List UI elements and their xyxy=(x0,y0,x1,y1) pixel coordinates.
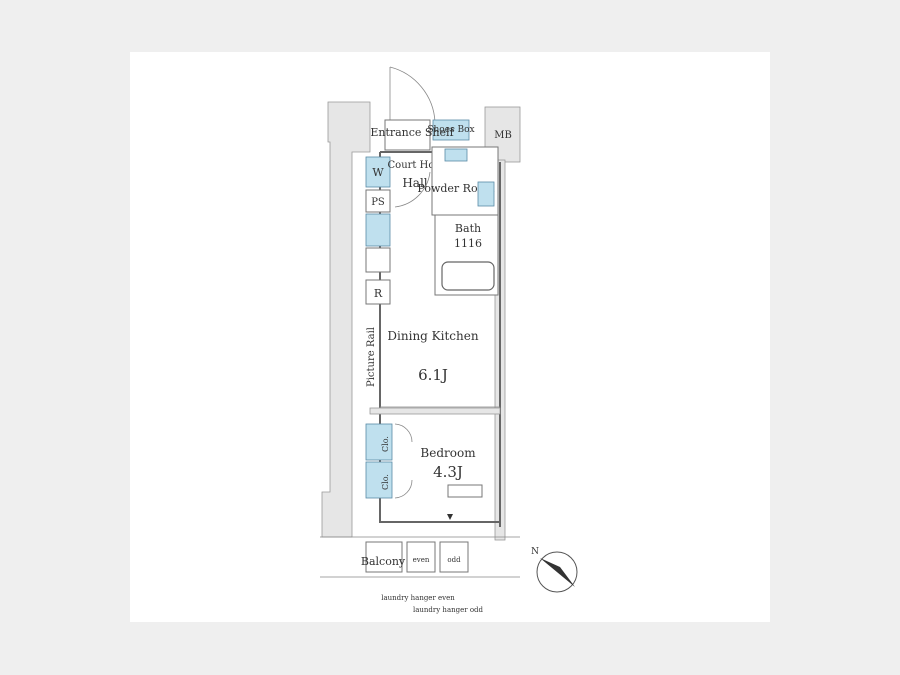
closet-door-arc-2 xyxy=(394,479,413,499)
floor-plan-card: Entrance Shelf Shoes Box MB W Court Hook… xyxy=(130,52,770,622)
closet-upper-label: Clo. xyxy=(381,436,390,452)
sliding-partition xyxy=(369,407,501,415)
bath-label: Bath xyxy=(455,222,481,235)
ps-label: PS xyxy=(371,197,385,208)
balcony-label: Balcony xyxy=(361,555,406,568)
bathtub xyxy=(441,261,495,291)
door-swing-arc xyxy=(389,66,436,123)
shoes-box-label: Shoes Box xyxy=(427,125,474,135)
bath-size: 1116 xyxy=(454,237,482,250)
hanger-odd-label: odd xyxy=(447,556,461,564)
floor-plan: Entrance Shelf Shoes Box MB W Court Hook… xyxy=(320,66,578,614)
bedroom-size: 4.3J xyxy=(433,463,463,481)
washer-pan xyxy=(365,156,391,188)
entrance-label: Entrance Shelf xyxy=(370,126,454,139)
window-marker-icon xyxy=(447,514,453,520)
mb-label: MB xyxy=(494,130,512,141)
mb-box xyxy=(484,106,521,163)
washer-label: W xyxy=(372,166,384,179)
stove xyxy=(365,247,391,273)
dining-kitchen-size: 6.1J xyxy=(418,366,448,384)
compass: N xyxy=(531,547,578,593)
refrigerator-label: R xyxy=(374,287,383,300)
hanger-odd xyxy=(439,541,469,573)
powder-basin xyxy=(477,181,495,207)
dining-kitchen-label: Dining Kitchen xyxy=(387,329,478,343)
kitchen-sink xyxy=(365,213,391,247)
entrance-door[interactable] xyxy=(389,66,436,127)
bedroom-vent xyxy=(447,484,483,498)
closet-upper xyxy=(365,423,393,461)
bedroom-label: Bedroom xyxy=(420,446,476,460)
closet-lower-label: Clo. xyxy=(381,474,390,490)
balcony-area xyxy=(365,541,403,573)
compass-north-label: N xyxy=(531,547,539,557)
unit-left-wall xyxy=(379,152,500,523)
toilet-tank xyxy=(444,148,468,162)
refrigerator-space xyxy=(365,279,391,305)
hall-label: Hall xyxy=(402,176,427,190)
powder-room-label: Powder Room xyxy=(417,182,495,195)
hall-door-arc xyxy=(394,171,431,208)
hanger-even-label: even xyxy=(413,556,430,564)
shoes-box xyxy=(432,119,470,141)
compass-arrow-icon xyxy=(540,558,575,587)
court-hook-label: Court Hook xyxy=(388,160,448,171)
left-exterior-wall xyxy=(321,101,371,538)
balcony: Balcony even odd xyxy=(320,536,520,578)
ps-box xyxy=(365,189,391,213)
laundry-even-label: laundry hanger even xyxy=(381,594,455,602)
hanger-even xyxy=(406,541,436,573)
laundry-odd-label: laundry hanger odd xyxy=(413,606,484,614)
picture-rail-label: Picture Rail xyxy=(366,327,377,387)
closet-door-arc-1 xyxy=(394,423,413,443)
closet-lower xyxy=(365,461,393,499)
unit-outline xyxy=(369,151,501,527)
entrance-shelf-box xyxy=(384,119,431,151)
